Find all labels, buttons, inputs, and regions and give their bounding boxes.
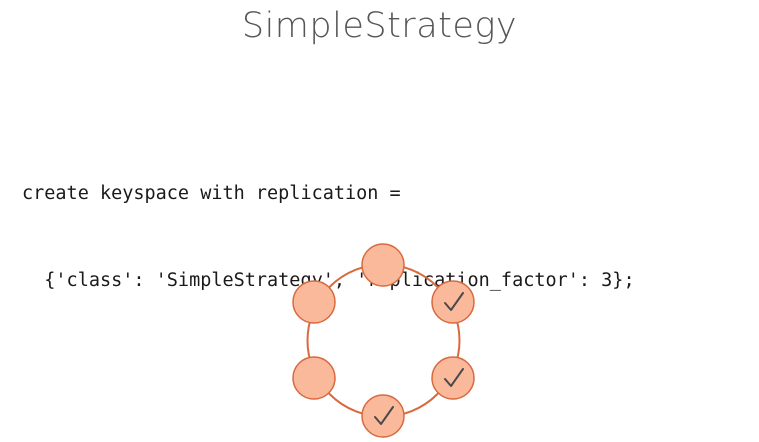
ring-node-lower-right	[431, 356, 475, 400]
code-line-1: create keyspace with replication =	[22, 183, 401, 204]
node-circle	[431, 280, 475, 324]
ring-node-lower-left	[292, 356, 336, 400]
ring-node-bottom	[361, 394, 405, 438]
ring-node-upper-right	[431, 280, 475, 324]
node-circle	[361, 394, 405, 438]
node-circle	[431, 356, 475, 400]
code-block: create keyspace with replication = {'cla…	[22, 121, 635, 353]
node-circle	[361, 243, 405, 287]
checkmark-icon	[444, 292, 464, 311]
code-line-2: {'class': 'SimpleStrategy', 'replication…	[22, 270, 635, 291]
slide-title: SimpleStrategy	[241, 6, 518, 46]
node-circle	[292, 356, 336, 400]
node-circle	[292, 280, 336, 324]
ring-circle	[306, 263, 461, 418]
checkmark-icon	[444, 368, 464, 387]
ring-node-top	[361, 243, 405, 287]
ring-node-upper-left	[292, 280, 336, 324]
checkmark-icon	[374, 406, 394, 425]
